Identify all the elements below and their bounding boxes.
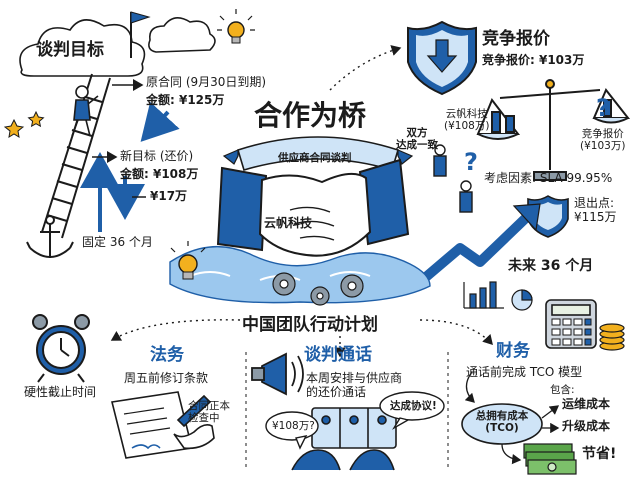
video-call-icon xyxy=(291,407,397,471)
exit-line-1: 退出点: xyxy=(574,196,615,210)
action-plan-heading: 中国团队行动计划 xyxy=(242,315,378,335)
calculator-icon xyxy=(545,299,597,349)
coins-icon xyxy=(599,323,625,351)
gear-icon xyxy=(272,272,364,306)
competitor-quote: 竞争报价: ¥103万 xyxy=(482,53,585,67)
svg-text:?: ? xyxy=(464,148,478,176)
tco-line-1: 总拥有成本 xyxy=(475,410,529,422)
competitor-heading: 竞争报价 xyxy=(482,29,550,49)
competitor-factor: 考虑因素: SLA 99.95% xyxy=(484,171,613,185)
call-task-line-2: 的还价通话 xyxy=(306,384,367,399)
scale-left-line-1: 云帆科技 xyxy=(445,108,488,120)
tco-label: 总拥有成本 (TCO) xyxy=(468,410,536,434)
connector-finance xyxy=(419,319,493,346)
call-bubble-left: ¥108万? xyxy=(272,420,315,432)
goal-original: 原合同 (9月30日到期) xyxy=(146,75,267,89)
banner-label: 供应商合同谈判 xyxy=(278,152,352,164)
lightbulb-icon xyxy=(217,9,255,44)
scale-right-line-2: (¥103万) xyxy=(580,140,626,153)
megaphone-icon xyxy=(251,352,304,396)
goal-fixed-term: 固定 36 个月 xyxy=(82,235,153,249)
connector-competitor xyxy=(329,45,402,91)
scale-right-line-1: 竞争报价 xyxy=(581,128,624,140)
handshake-label: 云帆科技 xyxy=(264,216,313,230)
finance-task: 通话前完成 TCO 模型 xyxy=(466,365,583,379)
finance-saving: 节省! xyxy=(582,446,617,462)
legal-doc-note: 合同正本 检查中 xyxy=(188,400,230,424)
speech-bubbles xyxy=(265,391,445,450)
pie-chart-icon xyxy=(511,289,533,311)
finance-heading: 财务 xyxy=(496,341,530,361)
call-heading: 谈判通话 xyxy=(304,345,372,365)
scale-left-line-2: (¥108万) xyxy=(444,120,490,133)
main-title: 合作为桥 xyxy=(254,99,367,132)
goal-savings: ¥17万 xyxy=(150,189,188,203)
legal-doc-note-line-2: 检查中 xyxy=(188,412,220,425)
svg-text:?: ? xyxy=(596,94,610,122)
growth-arrow-icon xyxy=(416,203,541,286)
climber-figure xyxy=(71,85,99,137)
call-task: 本周安排与供应商 的还价通话 xyxy=(306,371,403,400)
exit-label: 退出点: ¥115万 xyxy=(574,196,617,225)
alarm-clock-icon xyxy=(32,314,90,383)
question-mark-icon: ? ? xyxy=(464,94,610,176)
goal-original-amount: 金额: ¥125万 xyxy=(146,93,225,107)
anchor-icon xyxy=(26,215,74,258)
scale-icon xyxy=(476,79,631,181)
down-arrow-icon xyxy=(140,101,180,142)
document-pen-icon xyxy=(111,391,215,459)
finance-includes: 包含: xyxy=(550,384,575,396)
agreement-line-2: 达成一致 xyxy=(396,139,438,152)
agreement-figures xyxy=(433,144,473,213)
legal-task: 周五前修订条款 xyxy=(124,371,209,385)
star-icon xyxy=(3,110,45,138)
flag-icon xyxy=(130,11,151,58)
agreement-line-1: 双方 xyxy=(406,127,428,139)
call-bubble-right: 达成协议! xyxy=(390,400,437,412)
connector-legal xyxy=(110,319,241,341)
goal-new-amount: 金额: ¥108万 xyxy=(120,167,199,181)
bar-chart-icon xyxy=(463,281,504,309)
exit-line-2: ¥115万 xyxy=(574,209,617,224)
finance-item-ops: 运维成本 xyxy=(562,397,611,411)
lightbulb-icon xyxy=(170,241,206,280)
goal-heading: 谈判目标 xyxy=(36,40,104,60)
cloud-icon xyxy=(19,17,216,77)
legal-heading: 法务 xyxy=(150,345,184,365)
call-task-line-1: 本周安排与供应商 xyxy=(306,371,403,385)
handshake-icon xyxy=(216,158,410,257)
scale-right-label: 竞争报价 (¥103万) xyxy=(580,128,625,152)
arrow-to-tco xyxy=(464,371,475,403)
scale-left-label: 云帆科技 (¥108万) xyxy=(444,108,489,132)
shield-icon xyxy=(407,20,477,96)
cash-icon xyxy=(523,443,577,475)
legal-doc-note-line-1: 合同正本 xyxy=(188,400,230,412)
tco-line-2: (TCO) xyxy=(485,422,519,435)
finance-item-upgrade: 升级成本 xyxy=(562,419,611,433)
goal-new-target: 新目标 (还价) xyxy=(120,149,194,163)
legal-clock-caption: 硬性截止时间 xyxy=(24,385,97,399)
water-base xyxy=(169,245,431,304)
arrow-ops xyxy=(541,405,560,419)
agreement-label: 双方 达成一致 xyxy=(396,127,438,151)
future-label: 未来 36 个月 xyxy=(508,258,594,274)
arrow-saving xyxy=(501,443,522,465)
